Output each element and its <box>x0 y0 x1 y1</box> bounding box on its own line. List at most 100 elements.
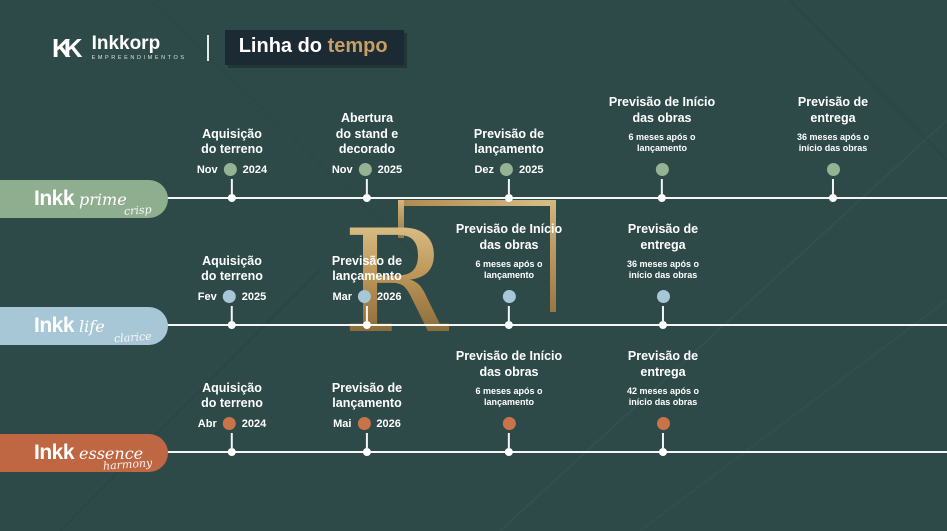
pill-brand-script: clarice <box>113 329 153 346</box>
pill-brand-script: harmony <box>102 456 153 473</box>
milestone-month: Nov <box>196 163 218 176</box>
milestone-title: Previsão de entrega <box>627 349 699 379</box>
inkkorp-monogram-icon: KK <box>52 32 82 63</box>
milestone-dot <box>826 163 840 176</box>
pill-brand-word: prime <box>79 189 127 209</box>
milestone: Previsão de lançamento Mar 2026 <box>332 254 402 329</box>
milestone-stem <box>366 306 368 321</box>
milestone-stem <box>508 433 510 448</box>
header: KK Inkkorp EMPREENDIMENTOS Linha do temp… <box>52 30 404 65</box>
pill-brand-word: essence <box>79 443 144 463</box>
milestone-title: Previsão de lançamento <box>331 380 403 411</box>
timeline-node <box>658 321 667 329</box>
milestone: Previsão de entrega 36 meses após o iníc… <box>797 95 869 202</box>
milestone-stem <box>662 433 664 448</box>
milestone-year: 2026 <box>376 417 401 430</box>
timeline-node <box>828 194 837 202</box>
milestone-month: Mar <box>332 290 353 303</box>
milestone-date: Mar 2026 <box>332 290 402 303</box>
milestone: Aquisição do terreno Fev 2025 <box>198 254 266 329</box>
inkkorp-logo: KK Inkkorp EMPREENDIMENTOS <box>52 34 187 62</box>
page-title: Linha do tempo <box>224 30 404 65</box>
milestone: Previsão de entrega 42 meses após o iníc… <box>627 349 699 456</box>
timeline-node <box>505 194 513 202</box>
milestone-month: Mai <box>333 417 352 430</box>
milestone: Abertura do stand e decorado Nov 2025 <box>332 111 402 202</box>
milestone-title: Abertura do stand e decorado <box>335 111 399 157</box>
timeline-node <box>227 321 236 329</box>
milestone-subtitle: 36 meses após o início das obras <box>626 258 700 281</box>
milestone-stem <box>508 179 510 194</box>
milestone-date: Fev 2025 <box>198 290 266 303</box>
milestone-date: Nov 2025 <box>332 163 402 176</box>
milestone-stem <box>231 179 233 194</box>
logo-text: Inkkorp EMPREENDIMENTOS <box>92 34 187 62</box>
milestone-dot <box>222 417 236 430</box>
milestone-title: Previsão de Início das obras <box>455 222 563 252</box>
milestone-subtitle: 6 meses após o lançamento <box>475 258 543 281</box>
milestone-date: Abr 2024 <box>198 417 266 430</box>
milestone: Previsão de Início das obras 6 meses apó… <box>456 222 562 329</box>
timeline-node <box>227 194 236 202</box>
brand-pill-life: Inkk life clarice <box>0 307 168 345</box>
milestone-year: 2024 <box>241 417 267 430</box>
milestone-month: Abr <box>197 417 217 430</box>
milestone-dot <box>502 417 516 430</box>
milestone-year: 2025 <box>377 163 403 176</box>
milestone-stem <box>508 306 510 321</box>
milestone-title: Previsão de Início das obras <box>608 95 716 125</box>
header-divider <box>206 34 209 61</box>
pill-brand-name: Inkk <box>34 441 75 464</box>
timeline-node <box>658 448 667 456</box>
milestone-subtitle: 42 meses após o início das obras <box>626 385 700 408</box>
timeline-node <box>657 194 666 202</box>
milestone-date: Nov 2024 <box>197 163 267 176</box>
milestone-dot <box>656 290 670 303</box>
timeline-node <box>362 194 371 202</box>
milestone: Previsão de lançamento Dez 2025 <box>474 127 544 202</box>
brand-pill-essence: Inkk essence harmony <box>0 434 168 473</box>
pill-brand-script: crisp <box>123 203 153 218</box>
milestone-title: Aquisição do terreno <box>201 126 263 157</box>
watermark-frame-right <box>550 200 556 312</box>
milestone-dot <box>655 163 669 176</box>
milestone: Previsão de entrega 36 meses após o iníc… <box>627 222 699 329</box>
timeline-line-prime <box>60 197 947 199</box>
milestone-year: 2025 <box>241 290 267 303</box>
milestone-stem <box>231 433 233 448</box>
milestone-title: Aquisição do terreno <box>201 253 263 284</box>
timeline-node <box>504 448 513 456</box>
milestone: Aquisição do terreno Nov 2024 <box>197 127 267 202</box>
milestone-title: Previsão de lançamento <box>473 126 545 157</box>
milestone-title: Previsão de lançamento <box>331 253 403 284</box>
milestone-title: Previsão de Início das obras <box>455 349 563 379</box>
milestone-title: Previsão de entrega <box>797 95 869 125</box>
milestone-stem <box>366 433 368 448</box>
milestone: Previsão de Início das obras 6 meses apó… <box>456 349 562 456</box>
milestone-dot <box>500 163 514 176</box>
timeline-node <box>363 448 371 456</box>
timeline-line-life <box>60 324 947 326</box>
watermark-frame-top <box>398 200 556 206</box>
milestone-year: 2024 <box>242 163 268 176</box>
brand-pill-prime: Inkk prime crisp <box>0 180 168 218</box>
milestone: Previsão de Início das obras 6 meses apó… <box>609 95 715 202</box>
milestone-subtitle: 36 meses após o início das obras <box>796 131 870 154</box>
milestone-dot <box>358 163 372 176</box>
milestone-month: Fev <box>197 290 217 303</box>
milestone-stem <box>231 306 233 321</box>
milestone-dot <box>222 290 236 303</box>
milestone: Aquisição do terreno Abr 2024 <box>198 381 266 456</box>
milestone-title: Aquisição do terreno <box>201 380 263 411</box>
milestone-title: Previsão de entrega <box>627 222 699 252</box>
logo-name: Inkkorp <box>91 32 161 54</box>
milestone-subtitle: 6 meses após o lançamento <box>475 385 543 408</box>
milestone-year: 2025 <box>519 163 544 176</box>
page-title-prefix: Linha do <box>238 35 328 57</box>
timeline-line-essence <box>60 451 947 453</box>
timeline-node <box>504 321 513 329</box>
pill-brand-word: life <box>79 316 105 336</box>
timeline-node <box>363 321 371 329</box>
milestone-stem <box>366 179 368 194</box>
